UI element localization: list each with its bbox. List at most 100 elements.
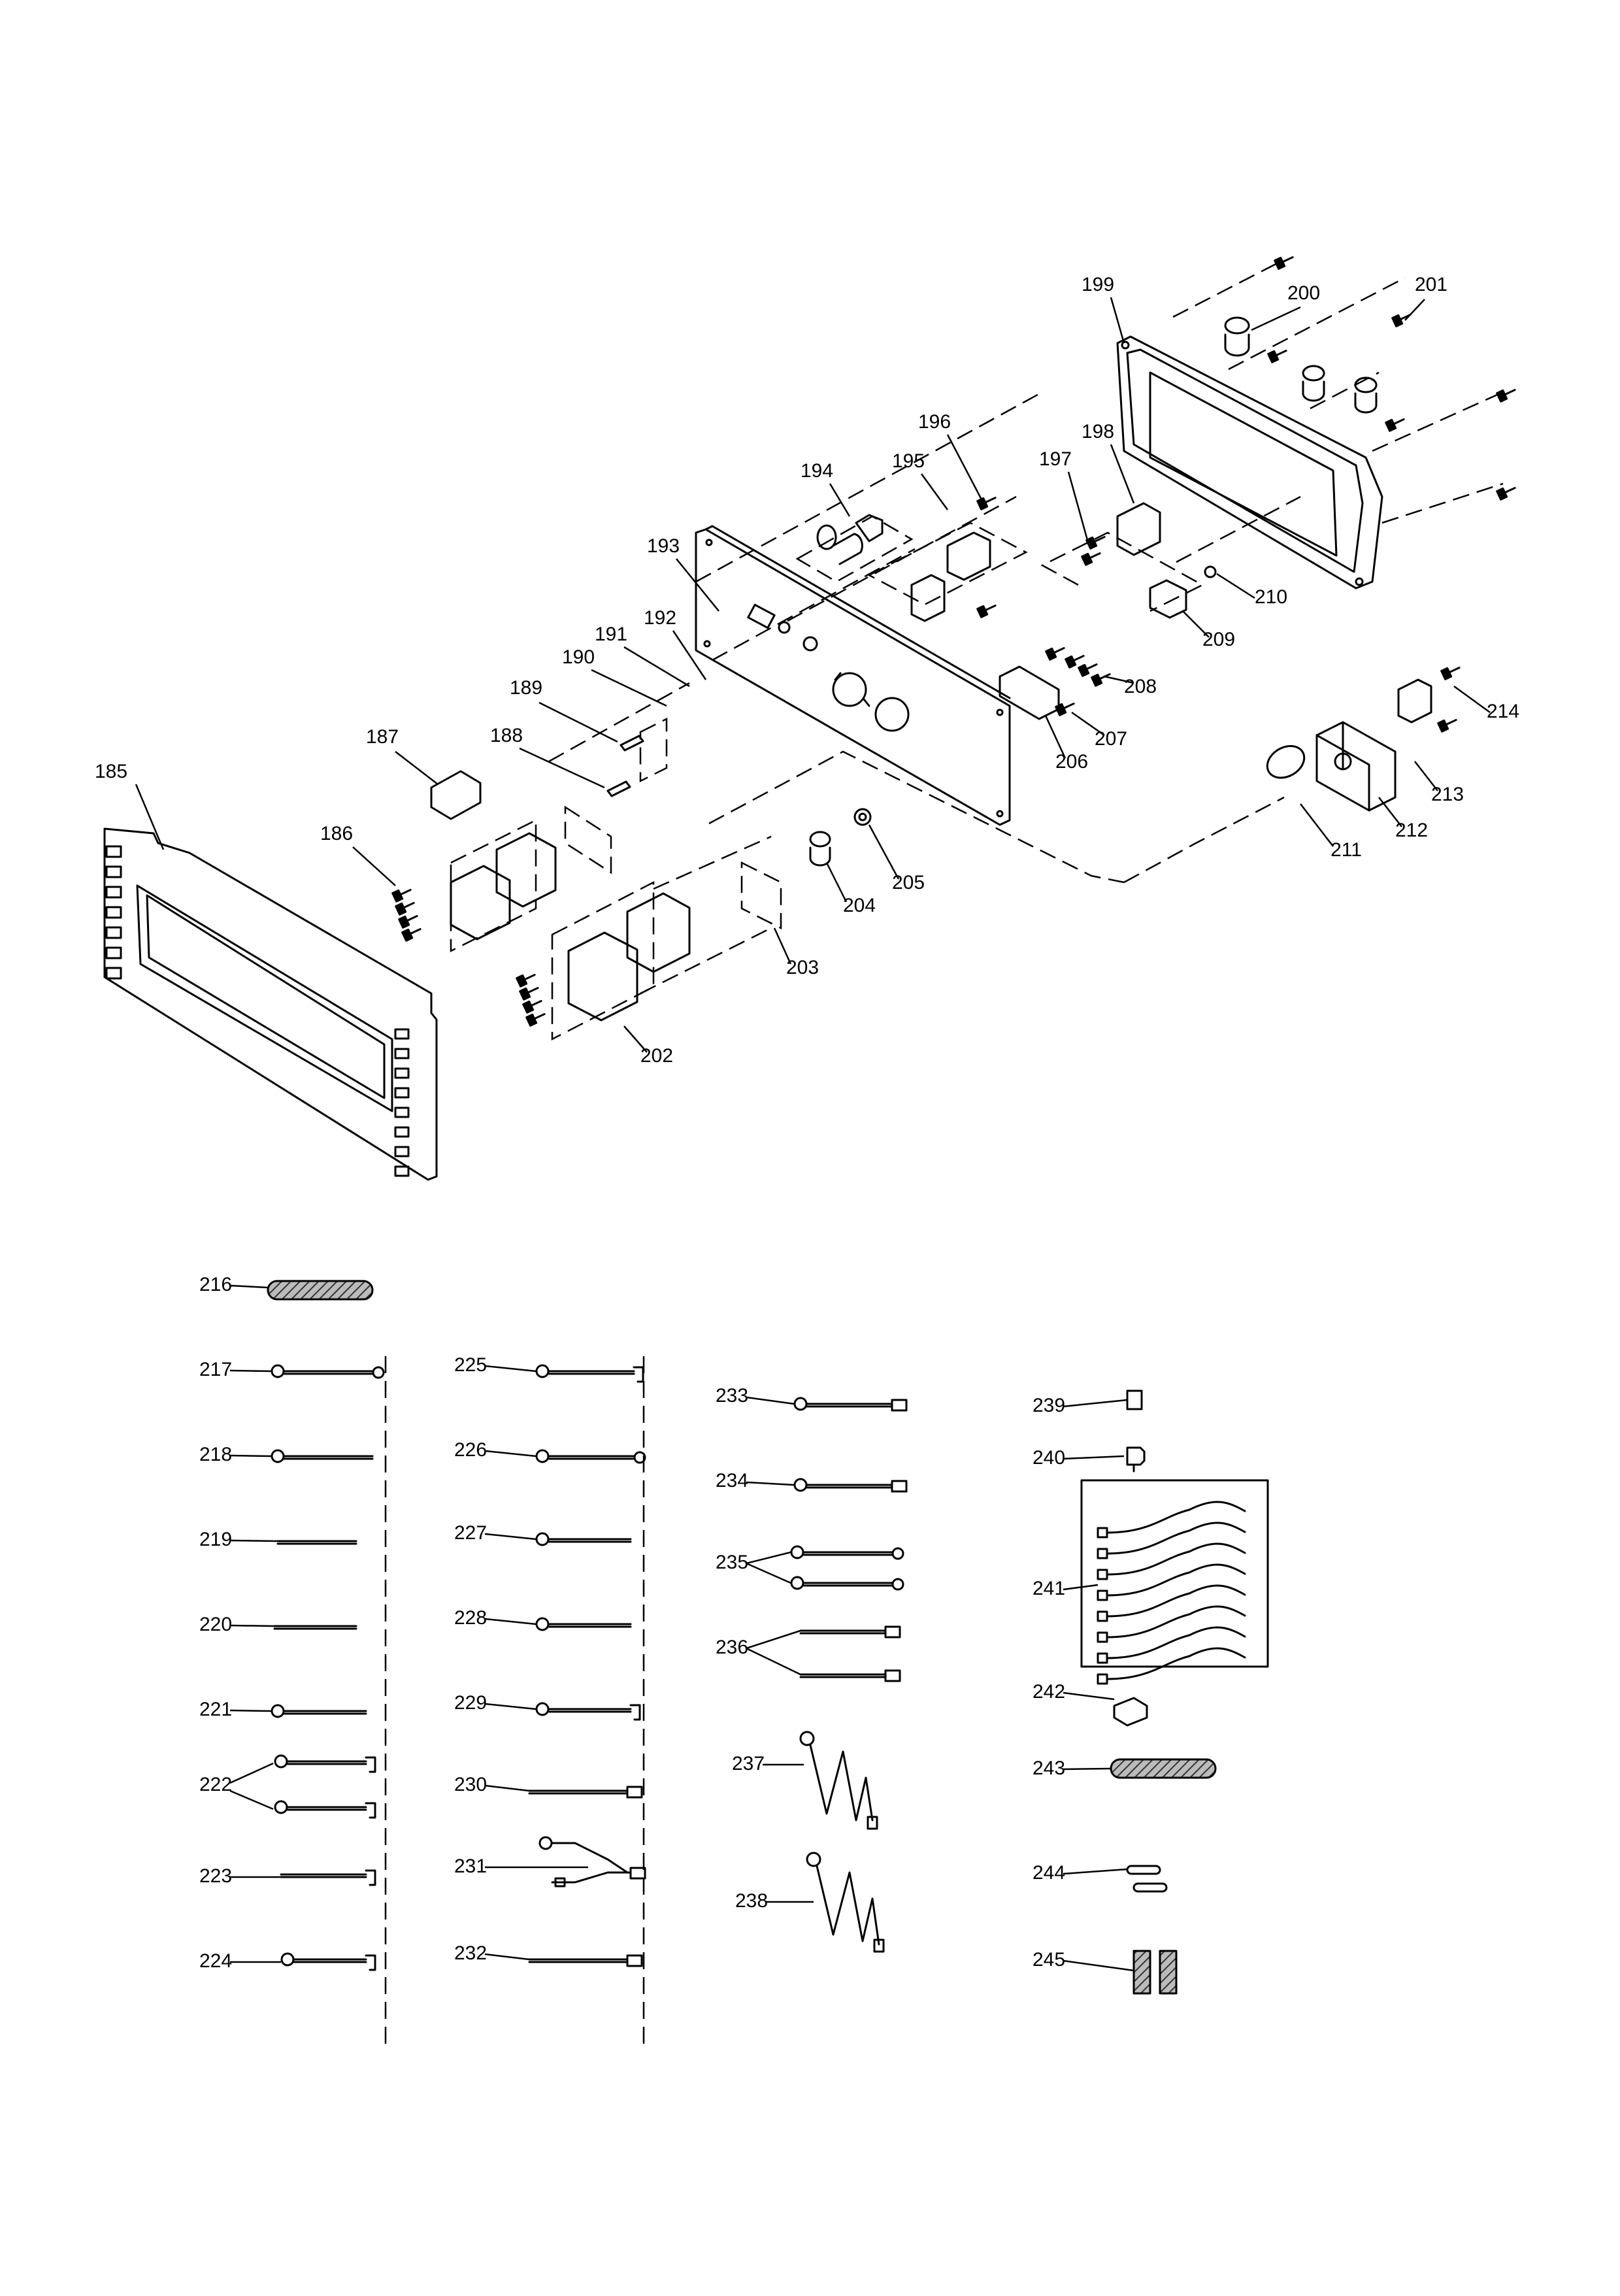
front-panel-vent-right — [394, 1165, 410, 1177]
screw-rear — [1385, 418, 1405, 432]
housing-hole — [1355, 577, 1364, 586]
leader-202 — [623, 1025, 648, 1053]
callout-234: 234 — [716, 1470, 748, 1491]
leader-245 — [1063, 1959, 1134, 1972]
leader-230 — [484, 1784, 530, 1792]
assembly-dash-line — [1228, 276, 1406, 371]
callout-217: 217 — [199, 1359, 232, 1380]
leader-187 — [395, 751, 438, 785]
harness-231-ring — [538, 1836, 553, 1850]
nut-205 — [853, 808, 872, 826]
front-panel-vent-right — [394, 1087, 410, 1099]
leader-203 — [773, 927, 792, 965]
plate-hole-small — [802, 636, 818, 652]
assembly-dash-line — [450, 818, 537, 953]
box-212-hole — [1334, 752, 1352, 771]
front-panel-vent-left — [105, 946, 122, 959]
leader-242 — [1063, 1691, 1115, 1701]
screw-214 — [1440, 667, 1461, 680]
callout-224: 224 — [199, 1950, 232, 1972]
callout-241: 241 — [1033, 1578, 1065, 1599]
assembly-dash-line — [795, 515, 914, 583]
leader-196 — [946, 434, 985, 504]
leader-193 — [676, 558, 719, 612]
callout-185: 185 — [95, 761, 127, 782]
cable-hook-terminal — [629, 1704, 641, 1721]
plate-hole — [703, 640, 711, 648]
kit-241-wire — [1106, 1542, 1246, 1576]
plate-cutout-rect — [747, 603, 776, 629]
callout-231: 231 — [454, 1855, 487, 1877]
bushing-200b — [1302, 365, 1325, 402]
callout-206: 206 — [1055, 751, 1088, 773]
front-panel-185 — [103, 827, 438, 1181]
bracket-213 — [1397, 678, 1432, 724]
callout-192: 192 — [644, 607, 676, 629]
terminal-239 — [1126, 1389, 1143, 1410]
cable-ring-terminal — [535, 1449, 550, 1463]
screw-202 — [516, 974, 536, 988]
callout-235: 235 — [716, 1552, 748, 1573]
front-panel-vent-right — [394, 1048, 410, 1059]
assembly-dash-line — [787, 495, 1017, 622]
cable-ring-terminal — [535, 1702, 550, 1716]
callout-221: 221 — [199, 1699, 232, 1720]
assembly-dash-line — [653, 835, 772, 890]
front-panel-vent-left — [105, 845, 122, 858]
knob-189 — [620, 735, 644, 752]
callout-223: 223 — [199, 1865, 232, 1887]
callout-214: 214 — [1487, 701, 1519, 722]
kit-241-terminal — [1097, 1673, 1108, 1685]
cable-blade-terminal — [884, 1625, 901, 1639]
knob-204 — [809, 831, 831, 867]
kit-241-wire — [1106, 1605, 1246, 1639]
leader-214 — [1453, 685, 1491, 714]
leader-232 — [484, 1953, 530, 1961]
leader-204 — [825, 862, 848, 903]
breaker-195b — [946, 531, 991, 581]
callout-220: 220 — [199, 1614, 232, 1635]
screw-202 — [525, 1013, 546, 1027]
callout-187: 187 — [366, 726, 399, 748]
leader-199 — [1110, 297, 1125, 344]
callout-230: 230 — [454, 1774, 487, 1795]
cable-blade-terminal — [626, 1786, 643, 1799]
screw-rear — [1496, 487, 1516, 501]
rear-housing-199 — [1116, 335, 1383, 590]
front-panel-vent-right — [394, 1028, 410, 1040]
screw-202 — [522, 1000, 542, 1014]
kit-241-terminal — [1097, 1589, 1108, 1601]
leader-229 — [484, 1703, 537, 1710]
leader-226 — [484, 1450, 537, 1457]
assembly-dash-line — [1172, 260, 1281, 318]
leader-185 — [135, 784, 165, 850]
cable-blade-terminal — [884, 1669, 901, 1682]
plate-hole-small — [778, 621, 791, 634]
assembly-dash-line — [1123, 796, 1285, 884]
leader-233 — [746, 1396, 795, 1405]
leader-210 — [1216, 573, 1255, 599]
assembly-dash-line — [1381, 482, 1504, 524]
harness-238 — [816, 1865, 880, 1946]
callout-244: 244 — [1033, 1862, 1065, 1884]
leader-194 — [829, 483, 851, 517]
screw-208 — [1065, 655, 1085, 669]
assembly-dash-line — [708, 750, 1125, 884]
callout-216: 216 — [199, 1274, 232, 1295]
screw-208 — [1078, 663, 1098, 677]
screw-197 — [1085, 536, 1106, 550]
callout-213: 213 — [1431, 784, 1464, 805]
assembly-dash-line — [640, 927, 772, 995]
plate-hole — [705, 539, 713, 546]
harness-231-terminal-b — [554, 1877, 566, 1888]
cable-ring-terminal — [535, 1364, 550, 1378]
relay-209 — [1149, 579, 1187, 619]
leader-234 — [746, 1481, 795, 1486]
switch-187 — [430, 770, 482, 820]
leader-220 — [229, 1624, 275, 1627]
fuse-244b — [1132, 1882, 1168, 1893]
callout-226: 226 — [454, 1439, 487, 1461]
cable-ring-terminal — [274, 1800, 288, 1814]
